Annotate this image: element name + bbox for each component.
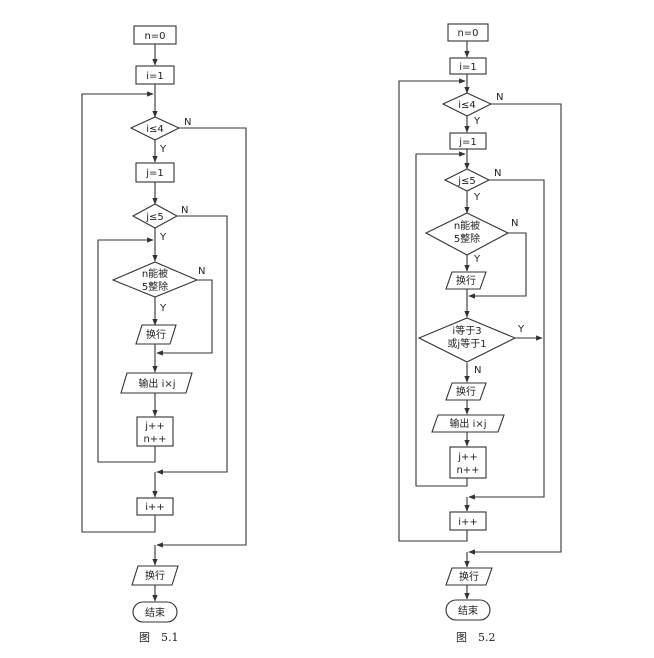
flowchart-figure-5-2: n=0 i=1 i≤4 N Y j=1 j≤5 N Y n能被 5整除 N Y	[398, 23, 562, 644]
fig2-terminal-end: 结束	[445, 599, 491, 621]
fig2-cond-i-no-label: N	[496, 92, 503, 103]
fig2-div-yes-label: Y	[473, 254, 481, 265]
fig2-div-text-2: 5整除	[454, 232, 480, 245]
fig1-cond-i-yes-label: Y	[159, 144, 167, 155]
fig1-io-newline1: 换行	[135, 324, 177, 345]
fig1-n0-text: n=0	[144, 31, 165, 42]
fig1-decision-divisible: n能被 5整除	[111, 261, 199, 298]
fig2-ipp-text: i++	[458, 517, 478, 528]
fig2-cond-j-text: j≤5	[457, 176, 476, 187]
fig1-cond-j-yes-label: Y	[159, 232, 167, 243]
fig2-io-output: 输出 i×j	[431, 414, 505, 433]
fig2-div-text-1: n能被	[454, 219, 480, 232]
fig2-i1-text: i=1	[459, 62, 477, 73]
fig1-div-no-label: N	[198, 266, 205, 277]
fig1-output-text: 输出 i×j	[138, 377, 175, 390]
fig2-io-newline3: 换行	[445, 567, 493, 586]
fig2-cond-j-yes-label: Y	[473, 192, 481, 203]
fig1-npp-text: n++	[143, 434, 166, 445]
fig1-cond-i-text: i≤4	[146, 124, 164, 135]
fig2-node-increment-jn: j++ n++	[449, 446, 487, 479]
fig1-io-newline2: 换行	[131, 565, 179, 586]
fig1-decision-i: i≤4	[129, 116, 181, 141]
fig2-cond-i-yes-label: Y	[473, 116, 481, 127]
fig1-connectors	[81, 44, 247, 602]
fig1-node-ipp: i++	[136, 497, 174, 516]
fig1-cond-i-no-label: N	[184, 117, 191, 128]
fig1-ipp-text: i++	[145, 502, 165, 513]
fig1-cond-j-text: j≤5	[145, 212, 164, 223]
fig2-cond3-no-label: N	[474, 365, 481, 376]
fig2-npp-text: n++	[456, 465, 479, 476]
fig2-io-newline2: 换行	[445, 382, 487, 401]
fig2-decision-i3-or-j1: i等于3 或j等于1	[417, 317, 517, 363]
fig2-newline3-text: 换行	[459, 570, 479, 583]
fig1-newline1-text: 换行	[146, 328, 166, 341]
fig2-cond-j-no-label: N	[494, 168, 501, 179]
fig2-cond3-text-1: i等于3	[452, 324, 481, 337]
fig1-newline2-text: 换行	[145, 569, 165, 582]
fig2-caption: 图 5.2	[456, 631, 496, 644]
fig1-i1-text: i=1	[146, 71, 164, 82]
fig2-newline1-text: 换行	[456, 274, 476, 287]
flowchart-figure-5-1: n=0 i=1 i≤4 N Y j=1 j≤5 N Y n能被 5整除 N Y	[81, 25, 247, 644]
fig1-io-output: 输出 i×j	[120, 372, 193, 394]
fig1-j1-text: j=1	[145, 168, 164, 179]
fig2-cond3-text-2: 或j等于1	[447, 337, 486, 350]
fig2-newline2-text: 换行	[456, 385, 476, 398]
fig2-node-ipp: i++	[449, 511, 487, 531]
fig2-output-text: 输出 i×j	[449, 417, 486, 430]
fig1-terminal-end: 结束	[132, 601, 178, 623]
fig1-node-j1: j=1	[135, 162, 175, 183]
fig2-node-i1: i=1	[449, 57, 487, 75]
fig1-decision-j: j≤5	[131, 203, 179, 229]
fig2-node-n0: n=0	[447, 23, 489, 42]
fig2-node-j1: j=1	[449, 132, 487, 150]
fig2-div-no-label: N	[511, 218, 518, 229]
fig2-jpp-text: j++	[457, 452, 478, 463]
fig2-decision-j: j≤5	[443, 168, 491, 192]
fig2-end-text: 结束	[458, 604, 478, 617]
fig2-io-newline1: 换行	[445, 271, 487, 290]
fig1-div-text-2: 5整除	[142, 280, 168, 293]
fig2-decision-divisible: n能被 5整除	[424, 212, 510, 256]
fig2-n0-text: n=0	[457, 28, 478, 39]
fig1-end-text: 结束	[145, 606, 165, 619]
fig1-node-n0: n=0	[133, 25, 177, 45]
fig2-connectors	[398, 41, 562, 600]
fig1-node-increment-jn: j++ n++	[136, 416, 174, 447]
fig2-decision-i: i≤4	[441, 92, 493, 117]
fig2-cond-i-text: i≤4	[458, 100, 476, 111]
fig1-div-yes-label: Y	[159, 303, 167, 314]
fig1-caption: 图 5.1	[139, 631, 179, 644]
fig1-cond-j-no-label: N	[181, 205, 188, 216]
fig1-jpp-text: j++	[144, 421, 165, 432]
fig2-j1-text: j=1	[458, 137, 477, 148]
fig1-div-text-1: n能被	[142, 267, 168, 280]
fig1-node-i1: i=1	[135, 65, 175, 85]
fig2-cond3-yes-label: Y	[517, 324, 525, 335]
